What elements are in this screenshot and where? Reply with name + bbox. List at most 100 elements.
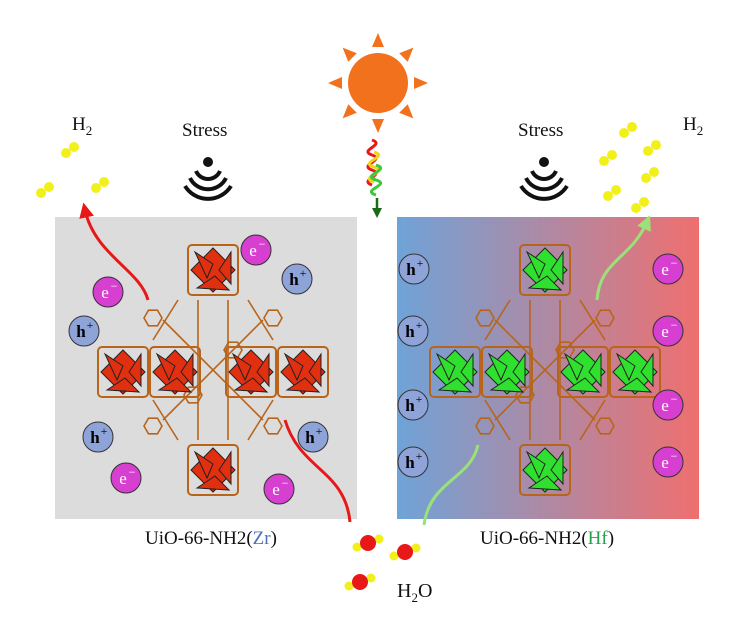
- cluster-frame: [481, 346, 533, 398]
- cluster-facet: [435, 352, 456, 382]
- ultrasound-stress-icon: [519, 157, 569, 201]
- hole-symbol: h: [90, 428, 100, 447]
- electron-badge: e−: [652, 315, 684, 347]
- cluster-facet: [256, 352, 270, 388]
- linker-ring: [183, 386, 203, 404]
- h2-evolution-arrow-right: [595, 215, 651, 301]
- sun-ray: [328, 77, 342, 89]
- hydrogen-molecule-icon: [603, 185, 621, 201]
- mof-framework-zr: [97, 244, 329, 496]
- electron-symbol: e: [272, 480, 280, 499]
- water-molecule-icon: [344, 573, 376, 591]
- cluster-frame: [149, 346, 201, 398]
- electron-symbol: e: [661, 322, 669, 341]
- electron-badge: e−: [652, 446, 684, 478]
- cluster-facet: [231, 352, 252, 382]
- cluster-facet: [128, 352, 142, 388]
- hole-badge: h+: [397, 389, 429, 421]
- hydrogen-molecule-icon: [643, 140, 661, 156]
- cluster-facet: [489, 377, 525, 393]
- hydrogen-molecule-icon: [36, 182, 54, 198]
- hole-symbol: h: [289, 270, 299, 289]
- cluster-frame: [187, 444, 239, 496]
- hole-badge: h+: [397, 315, 429, 347]
- charge-sign: −: [259, 237, 266, 251]
- charge-sign: −: [129, 465, 136, 479]
- hydrogen-molecule-icon: [619, 122, 637, 138]
- charge-sign: +: [416, 318, 423, 332]
- linker-ring: [475, 417, 495, 435]
- charge-carriers: e−h+e−h+h+e−h+e−h+h+h+h+e−e−e−e−: [68, 234, 684, 505]
- water-molecule-icon: [389, 543, 421, 561]
- mof-framework-hf: [429, 244, 661, 496]
- linker-bond: [152, 299, 179, 341]
- hole-symbol: h: [406, 260, 416, 279]
- hole-badge: h+: [68, 315, 100, 347]
- hydrogen-molecules: [36, 122, 661, 213]
- sun-ray: [342, 104, 357, 119]
- cluster-facet: [180, 352, 194, 388]
- cluster-facet: [525, 450, 546, 480]
- linker-bond: [494, 319, 596, 421]
- linker-ring: [595, 417, 615, 435]
- cluster-frame: [225, 346, 277, 398]
- cluster-frame: [519, 244, 571, 296]
- electron-symbol: e: [119, 469, 127, 488]
- h2-evolution-arrow-left: [79, 202, 150, 301]
- hydrogen-molecule-icon: [641, 167, 659, 183]
- cluster-facet: [105, 377, 141, 393]
- cluster-facet: [527, 275, 563, 291]
- electron-badge: e−: [110, 462, 142, 494]
- water-molecules: [344, 534, 421, 591]
- charge-sign: +: [87, 318, 94, 332]
- cluster-facet: [193, 450, 214, 480]
- electron-badge: e−: [240, 234, 272, 266]
- cluster-facet: [550, 450, 564, 486]
- cluster-frame: [97, 346, 149, 398]
- h2-label-right: H2: [683, 114, 704, 138]
- linker-ring: [143, 309, 163, 327]
- cluster-facet: [233, 377, 269, 393]
- hydrogen-molecule-icon: [599, 150, 617, 166]
- charge-sign: −: [671, 392, 678, 406]
- linker-bond: [579, 399, 606, 441]
- cluster-facet: [195, 475, 231, 491]
- electron-badge: e−: [263, 473, 295, 505]
- electron-symbol: e: [661, 453, 669, 472]
- hole-symbol: h: [405, 453, 415, 472]
- linker-bond: [484, 299, 511, 341]
- cluster-frame: [519, 444, 571, 496]
- linker-ring: [515, 386, 535, 404]
- charge-sign: +: [417, 256, 424, 270]
- charge-sign: −: [671, 449, 678, 463]
- sun-ray: [342, 47, 357, 62]
- hole-badge: h+: [297, 421, 329, 453]
- h2-label-left: H2: [72, 114, 93, 138]
- cluster-frame: [557, 346, 609, 398]
- linker-bond: [484, 399, 511, 441]
- cluster-frame: [609, 346, 661, 398]
- charge-sign: +: [101, 424, 108, 438]
- cluster-frame: [277, 346, 329, 398]
- linker-bond: [152, 399, 179, 441]
- electron-symbol: e: [661, 260, 669, 279]
- linker-ring: [143, 417, 163, 435]
- linker-bond: [162, 319, 264, 421]
- charge-sign: +: [416, 392, 423, 406]
- charge-sign: −: [282, 476, 289, 490]
- cluster-facet: [617, 377, 653, 393]
- light-wave-icon: [366, 138, 383, 218]
- linker-bond: [247, 399, 274, 441]
- cluster-facet: [193, 250, 214, 280]
- cluster-facet: [487, 352, 508, 382]
- hole-badge: h+: [397, 446, 429, 478]
- cluster-facet: [283, 352, 304, 382]
- hydrogen-molecule-icon: [631, 197, 649, 213]
- charge-sign: −: [111, 279, 118, 293]
- sun-ray: [372, 119, 384, 133]
- stress-label-left: Stress: [182, 120, 228, 141]
- linker-bond: [247, 299, 274, 341]
- linker-ring: [595, 309, 615, 327]
- charge-sign: −: [671, 256, 678, 270]
